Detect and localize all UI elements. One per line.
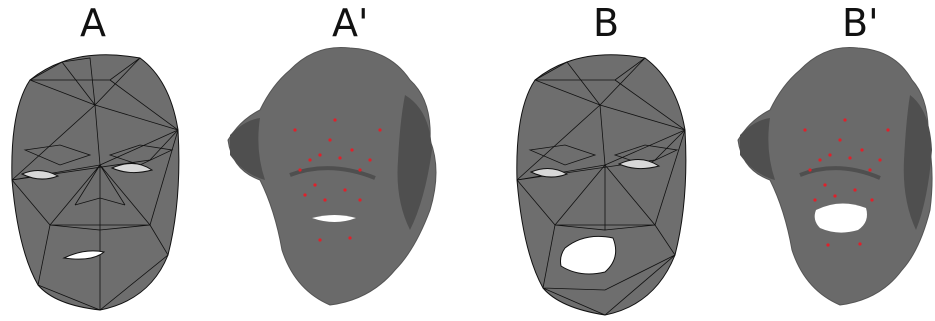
panel-a: A bbox=[0, 0, 200, 321]
wireframe-face-open bbox=[505, 0, 705, 321]
statue-head-neutral bbox=[220, 0, 440, 321]
panel-a-prime: A' bbox=[220, 0, 440, 321]
panel-b-prime: B' bbox=[730, 0, 935, 321]
wireframe-face-neutral bbox=[0, 0, 200, 321]
statue-head-open bbox=[730, 0, 935, 321]
mouth-open-statue bbox=[815, 203, 867, 232]
panel-b: B bbox=[505, 0, 705, 321]
